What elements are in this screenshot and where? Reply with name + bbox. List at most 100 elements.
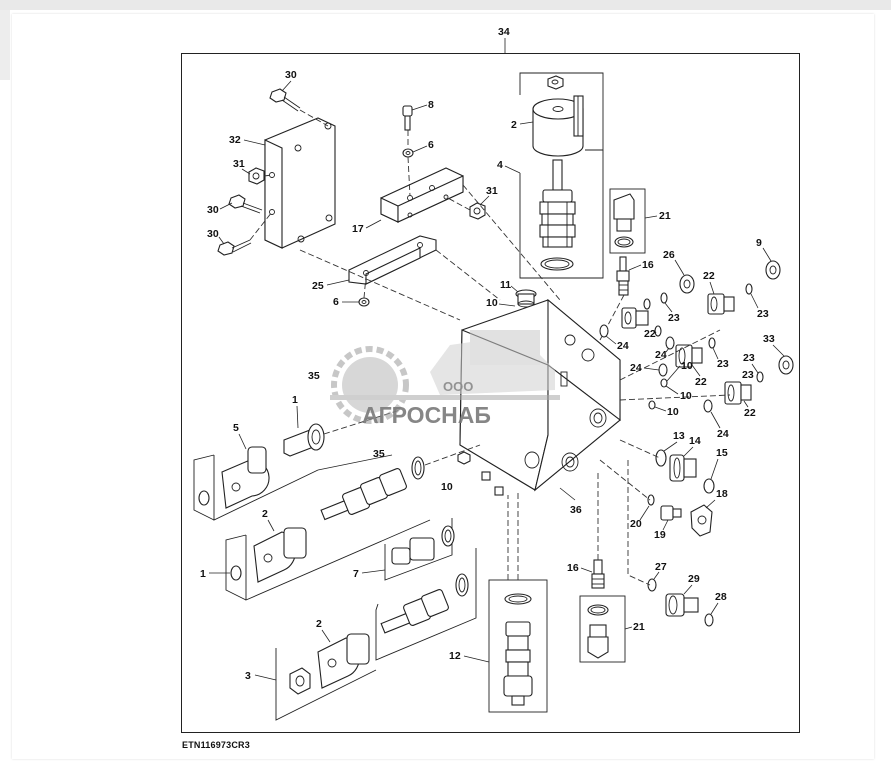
callout-35-lower: 35: [373, 448, 385, 460]
nut-31-left: [248, 167, 273, 185]
callout-30-lower: 30: [207, 228, 219, 240]
callout-24-c: 24: [630, 362, 642, 374]
oring-23-e: [756, 371, 764, 383]
callout-10-d: 10: [667, 406, 679, 418]
callout-19: 19: [654, 529, 666, 541]
callout-23-c: 23: [717, 358, 729, 370]
oring-24-a: [599, 324, 609, 338]
plug-10-e: [494, 486, 504, 496]
callout-1-upper: 1: [292, 394, 298, 406]
fitting-19: [660, 505, 682, 521]
plug-10-c: [457, 451, 471, 465]
callout-8: 8: [428, 99, 434, 111]
callout-31-right: 31: [486, 185, 498, 197]
callout-10-e: 10: [441, 481, 453, 493]
callout-20: 20: [630, 518, 642, 530]
oring-24-c: [658, 363, 668, 377]
callout-10-b: 10: [681, 360, 693, 372]
washer-6-upper: [402, 148, 414, 197]
callout-15: 15: [716, 447, 728, 459]
callout-3: 3: [245, 670, 251, 682]
bracket-17: [380, 167, 464, 223]
oring-13: [655, 449, 667, 467]
diagram-frame: [181, 53, 800, 733]
oring-23-b: [660, 292, 668, 304]
oring-24-d: [703, 399, 713, 413]
callout-30-middle: 30: [207, 204, 219, 216]
callout-2-top: 2: [511, 119, 517, 131]
callout-22-lower: 22: [744, 407, 756, 419]
washer-9: [765, 260, 781, 280]
callout-32: 32: [229, 134, 241, 146]
callout-12: 12: [449, 650, 461, 662]
coil-2-lower-box: [275, 633, 377, 721]
cartridge-12-box: [488, 579, 548, 713]
bolt-30-lower: [217, 211, 273, 256]
fitting-22-top-right: [707, 293, 735, 315]
coil-2-middle-box: [225, 519, 431, 601]
callout-23-b: 23: [668, 312, 680, 324]
callout-2-lower: 2: [316, 618, 322, 630]
callout-24-d: 24: [717, 428, 729, 440]
callout-22-c: 22: [644, 328, 656, 340]
callout-31-left: 31: [233, 158, 245, 170]
left-edge-strip: [0, 10, 10, 80]
plug-10-b: [648, 400, 656, 410]
washer-6-lower: [358, 275, 370, 307]
plug-10-a: [660, 378, 668, 388]
sensor-16-top: [599, 256, 630, 341]
callout-28: 28: [715, 591, 727, 603]
oring-23-a: [643, 298, 651, 310]
watermark-name: АГРОСНАБ: [362, 402, 491, 428]
callout-25: 25: [312, 280, 324, 292]
callout-10-c: 10: [680, 390, 692, 402]
coil-5-box: [193, 446, 319, 521]
callout-21-lower: 21: [633, 621, 645, 633]
callout-34: 34: [498, 26, 510, 38]
callout-11: 11: [500, 279, 511, 291]
bolt-30-top: [269, 88, 329, 127]
callout-9: 9: [756, 237, 762, 249]
washer-26: [679, 274, 695, 294]
callout-5: 5: [233, 422, 239, 434]
callout-35-upper: 35: [308, 370, 320, 382]
oring-28: [704, 613, 714, 627]
callout-24-b: 24: [655, 349, 667, 361]
bolt-8: [402, 105, 413, 148]
washer-33: [778, 355, 794, 375]
callout-14: 14: [689, 435, 701, 447]
callout-6-upper: 6: [428, 139, 434, 151]
cap-18: [690, 504, 713, 537]
callout-17: 17: [352, 223, 364, 235]
fitting-29: [665, 593, 699, 617]
callout-18: 18: [716, 488, 728, 500]
callout-13: 13: [673, 430, 685, 442]
nut-31-right: [445, 196, 486, 220]
callout-16-lower: 16: [567, 562, 579, 574]
sensor-16-lower: [591, 559, 605, 589]
oring-22-c: [654, 325, 662, 337]
callout-29: 29: [688, 573, 700, 585]
callout-36: 36: [570, 504, 582, 516]
callout-4: 4: [497, 159, 503, 171]
oring-23-d: [708, 337, 716, 349]
top-toolbar-strip: [0, 0, 891, 10]
figure-id-caption: ETN116973CR3: [182, 740, 250, 750]
oring-20: [647, 494, 655, 506]
callout-27: 27: [655, 561, 667, 573]
cartridge-4-box: [519, 150, 604, 279]
callout-23-e: 23: [742, 369, 754, 381]
valve-lower: [375, 548, 477, 661]
callout-24-a: 24: [617, 340, 629, 352]
bracket-32: [264, 117, 336, 249]
oring-15: [703, 478, 715, 494]
callout-7: 7: [353, 568, 359, 580]
valve-35-upper: [317, 444, 481, 521]
oring-27: [647, 578, 657, 592]
callout-33: 33: [763, 333, 775, 345]
plug-21-top: [609, 188, 646, 254]
callout-labels: 30 32 31 30 30 8 6 31 17 25 6 2 4 21 16 …: [200, 69, 785, 682]
plug-10-d: [481, 471, 491, 481]
coil-2-top-box: [519, 72, 604, 157]
